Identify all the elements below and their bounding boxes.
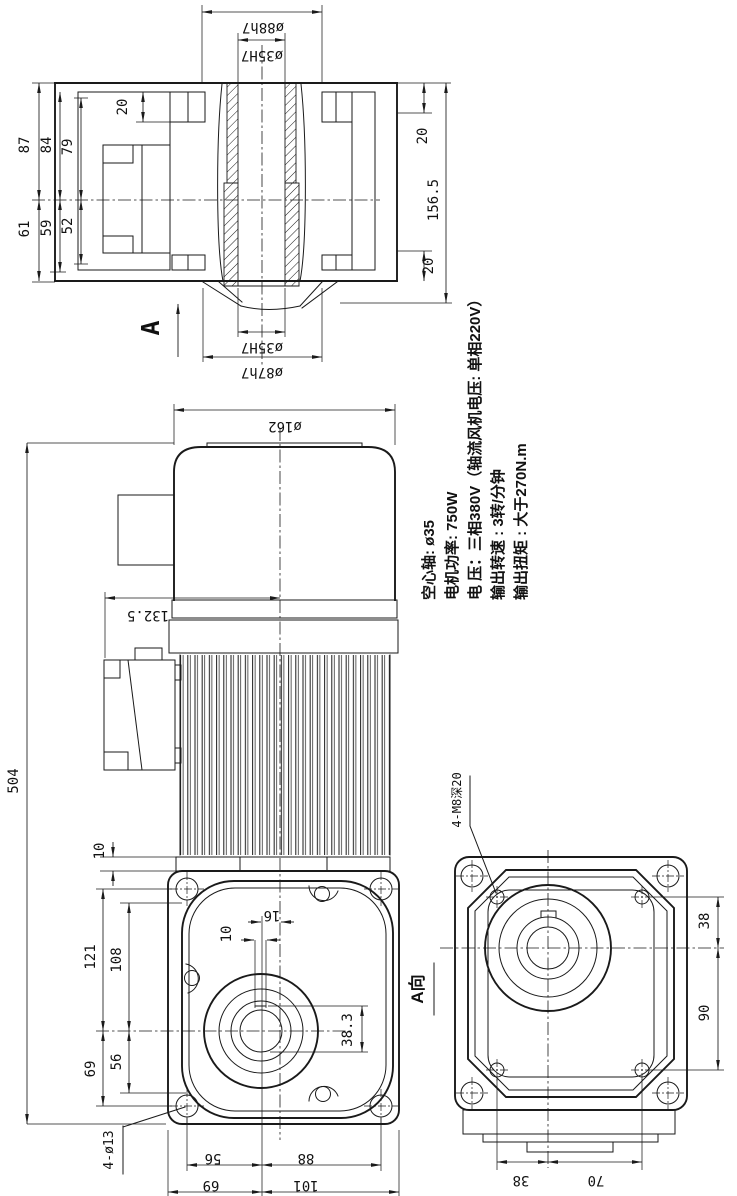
dim-20-left: 20 xyxy=(115,91,170,123)
dim-text-dia162: ø162 xyxy=(268,418,302,434)
dim-text-84: 84 xyxy=(39,137,55,154)
dim-dia-88h7: ø88h7 xyxy=(201,5,323,82)
hub-wall-right xyxy=(299,83,306,282)
dim-10-band: 10 xyxy=(92,842,176,886)
note-text-4-m8: 4-M8深20 xyxy=(450,772,464,827)
dims-a-view-bottom: 38 70 xyxy=(496,1079,643,1188)
a-view-label: A向 xyxy=(407,962,435,1016)
spec-line-motor-power: 电机功率: 750W xyxy=(443,491,461,600)
a-view-label-text: A向 xyxy=(407,974,427,1003)
dim-text-dia87h7: ø87h7 xyxy=(241,364,283,380)
a-direction-view: 4-M8深20 38 90 38 70 A向 xyxy=(407,772,724,1188)
dim-20-right-top: 20 xyxy=(397,82,432,145)
motor-cooling-fins xyxy=(179,654,391,856)
dim-text-88-bottom: 88 xyxy=(298,1150,315,1166)
dim-156-5: 156.5 xyxy=(340,82,452,304)
dim-38-3: 38.3 xyxy=(268,1005,368,1053)
dim-text-52: 52 xyxy=(60,218,76,235)
dims-left-stack: 87 84 79 61 59 52 xyxy=(17,82,88,282)
section-view: ø88h7 ø35H7 87 84 79 61 59 52 xyxy=(17,5,452,380)
dim-text-69-bottom: 69 xyxy=(203,1177,220,1193)
dim-text-90-right: 90 xyxy=(697,1005,713,1022)
note-4-m8: 4-M8深20 xyxy=(450,772,497,894)
motor-end-cap xyxy=(173,446,396,601)
terminal-box xyxy=(103,647,182,771)
dim-20-right-bottom: 20 xyxy=(397,250,437,282)
dim-text-38-right: 38 xyxy=(697,913,713,930)
hollow-shaft-section xyxy=(223,82,300,287)
capacitor-box xyxy=(117,494,175,566)
dim-text-56-left: 56 xyxy=(109,1054,125,1071)
dim-504: 504 xyxy=(6,442,174,1125)
front-view: ø162 504 132.5 10 xyxy=(6,404,400,1196)
hollow-shaft-boss xyxy=(203,940,319,1089)
spec-line-hollow-shaft: 空心轴: ø35 xyxy=(420,520,438,600)
dim-dia-162: ø162 xyxy=(173,404,396,445)
gear-cover xyxy=(181,880,394,1119)
flange-corner-holes xyxy=(170,872,398,1123)
dim-dia-35H7-bottom: ø35H7 xyxy=(237,288,286,355)
dim-text-20-rt: 20 xyxy=(415,128,431,145)
dim-text-69-left: 69 xyxy=(83,1061,99,1078)
dim-text-56-bottom: 56 xyxy=(205,1150,222,1166)
spec-line-output-speed: 输出转速 : 3转/分钟 xyxy=(489,469,507,600)
dim-132-5: 132.5 xyxy=(104,592,281,658)
dim-text-dia88h7: ø88h7 xyxy=(242,19,284,35)
dims-gearbox-bottom: 56 88 69 101 xyxy=(167,1118,400,1196)
hub-wall-left xyxy=(217,83,224,282)
a-view-octagon-cover xyxy=(467,869,675,1098)
bearing-seats xyxy=(169,91,353,271)
dim-10-keyway: 10 xyxy=(219,926,280,943)
motor-mounting-band xyxy=(175,856,391,872)
dim-text-10-key: 10 xyxy=(219,926,235,943)
a-view-bottom-steps xyxy=(462,1109,676,1153)
section-arrow-a: A xyxy=(136,303,180,357)
dim-16-offset: 16 xyxy=(248,907,294,924)
a-view-corner-holes xyxy=(456,860,684,1109)
spec-line-output-torque: 输出扭矩 : 大于270N.m xyxy=(512,443,530,600)
dim-text-108: 108 xyxy=(109,947,125,972)
dim-text-121: 121 xyxy=(83,944,99,969)
worm-gear-block xyxy=(102,144,171,254)
dim-text-10-band: 10 xyxy=(92,843,108,860)
motor-band-upper xyxy=(171,599,398,619)
spec-notes: 空心轴: ø35 电机功率: 750W 电 压：三相380V（轴流风机电压: 单… xyxy=(420,292,530,600)
dim-dia-87h7: ø87h7 xyxy=(202,288,323,380)
motor-band-lower xyxy=(168,619,399,654)
dim-text-79: 79 xyxy=(60,139,76,156)
spec-line-voltage: 电 压：三相380V（轴流风机电压: 单相220V） xyxy=(466,292,484,600)
dims-gearbox-left: 121 108 69 56 xyxy=(83,888,186,1107)
section-label-a: A xyxy=(136,320,165,335)
dims-a-view-right: 38 90 xyxy=(652,896,724,1071)
dim-text-87: 87 xyxy=(17,137,33,154)
note-text-4-dia13: 4-ø13 xyxy=(102,1130,117,1169)
dim-text-59: 59 xyxy=(39,220,55,237)
dim-text-dia35H7-bot: ø35H7 xyxy=(241,339,283,355)
gearbox-flange-plate xyxy=(167,870,400,1125)
dim-text-16: 16 xyxy=(264,907,281,923)
a-view-m8-holes xyxy=(486,886,653,1081)
dim-text-dia35H7-top: ø35H7 xyxy=(241,47,283,63)
dim-text-38-bottom: 38 xyxy=(513,1172,530,1188)
dim-text-504: 504 xyxy=(6,768,22,793)
dim-text-20-left: 20 xyxy=(115,99,131,116)
dim-text-101-bottom: 101 xyxy=(293,1177,318,1193)
dim-text-132-5: 132.5 xyxy=(127,607,169,623)
dim-dia-35H7-top: ø35H7 xyxy=(237,33,286,82)
dim-text-70-bottom: 70 xyxy=(588,1172,605,1188)
dim-text-156-5: 156.5 xyxy=(426,179,442,221)
dim-text-61: 61 xyxy=(17,221,33,238)
dim-text-20-rb: 20 xyxy=(421,258,437,275)
dim-text-38-3: 38.3 xyxy=(340,1013,356,1047)
note-4-dia13: 4-ø13 xyxy=(102,1106,186,1175)
